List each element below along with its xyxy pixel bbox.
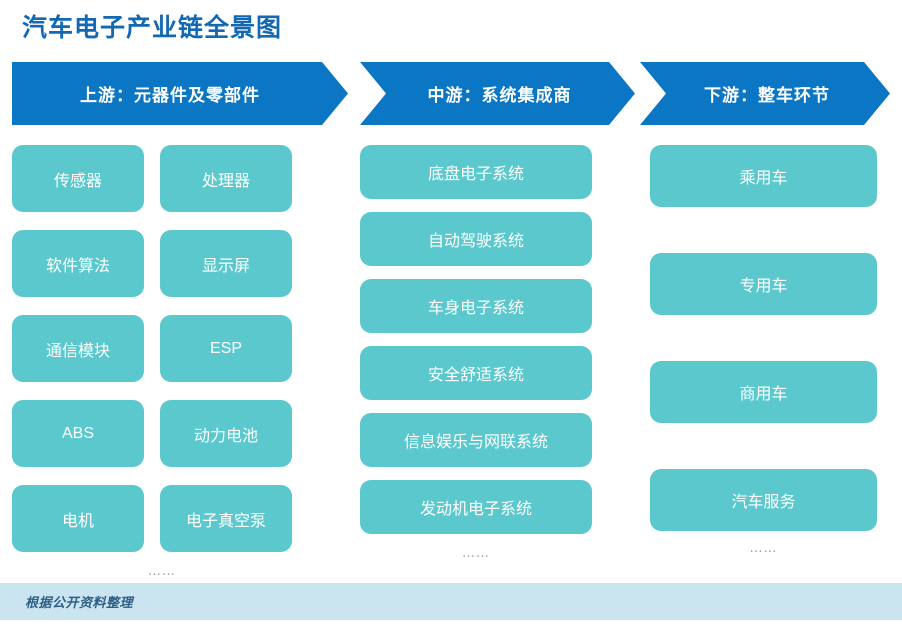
node-item[interactable]: 乘用车 (650, 145, 877, 207)
stage-header-downstream[interactable]: 下游：整车环节 (640, 62, 890, 125)
downstream-node-stack: 乘用车 专用车 商用车 汽车服务 (650, 145, 877, 531)
column-upstream: 传感器 处理器 软件算法 显示屏 通信模块 ESP ABS 动力电池 电机 电子… (12, 145, 312, 579)
node-item[interactable]: 自动驾驶系统 (360, 212, 592, 266)
node-item[interactable]: ESP (160, 315, 292, 382)
page-title: 汽车电子产业链全景图 (22, 14, 283, 42)
node-item[interactable]: 电子真空泵 (160, 485, 292, 552)
node-item[interactable]: 安全舒适系统 (360, 346, 592, 400)
node-item[interactable]: 发动机电子系统 (360, 480, 592, 534)
node-item[interactable]: 车身电子系统 (360, 279, 592, 333)
stage-header-row: 上游：元器件及零部件 中游：系统集成商 下游：整车环节 (0, 62, 902, 125)
upstream-node-grid: 传感器 处理器 软件算法 显示屏 通信模块 ESP ABS 动力电池 电机 电子… (12, 145, 312, 552)
stage-header-midstream[interactable]: 中游：系统集成商 (360, 62, 635, 125)
node-item[interactable]: 信息娱乐与网联系统 (360, 413, 592, 467)
column-midstream: 底盘电子系统 自动驾驶系统 车身电子系统 安全舒适系统 信息娱乐与网联系统 发动… (360, 145, 592, 561)
midstream-node-stack: 底盘电子系统 自动驾驶系统 车身电子系统 安全舒适系统 信息娱乐与网联系统 发动… (360, 145, 592, 534)
node-item[interactable]: 处理器 (160, 145, 292, 212)
midstream-more-indicator: …… (462, 546, 490, 561)
node-item[interactable]: 通信模块 (12, 315, 144, 382)
node-item[interactable]: 汽车服务 (650, 469, 877, 531)
column-downstream: 乘用车 专用车 商用车 汽车服务 …… (650, 145, 877, 556)
node-item[interactable]: 传感器 (12, 145, 144, 212)
stage-header-upstream[interactable]: 上游：元器件及零部件 (12, 62, 348, 125)
node-item[interactable]: 商用车 (650, 361, 877, 423)
downstream-more-indicator: …… (749, 541, 778, 556)
source-note: 根据公开资料整理 (25, 595, 134, 610)
node-item[interactable]: 动力电池 (160, 400, 292, 467)
node-item[interactable]: 显示屏 (160, 230, 292, 297)
node-item[interactable]: 电机 (12, 485, 144, 552)
node-item[interactable]: ABS (12, 400, 144, 467)
upstream-more-indicator: …… (148, 564, 176, 579)
node-item[interactable]: 软件算法 (12, 230, 144, 297)
footer-band: 根据公开资料整理 (0, 583, 902, 620)
node-item[interactable]: 底盘电子系统 (360, 145, 592, 199)
node-item[interactable]: 专用车 (650, 253, 877, 315)
